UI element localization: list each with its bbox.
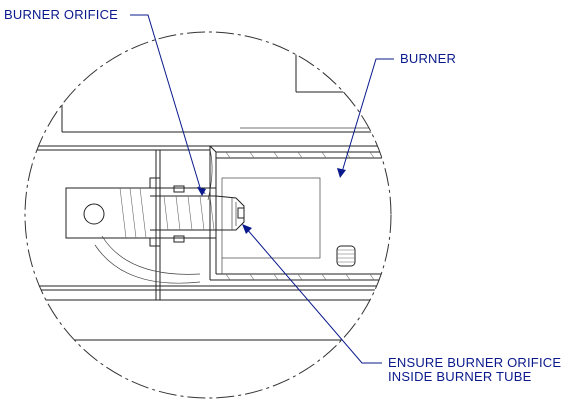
orifice-tip [215,195,245,231]
label-burner: BURNER [400,51,457,66]
top-housing [61,40,391,133]
label-burner-orifice: BURNER ORIFICE [4,7,119,22]
burner-tube [209,145,391,281]
manifold-wall [25,145,391,341]
leader-burner [337,58,394,178]
leader-ensure [242,224,382,364]
label-ensure-line1: ENSURE BURNER ORIFICE [388,355,562,370]
label-ensure-orifice: ENSURE BURNER ORIFICE INSIDE BURNER TUBE [388,356,561,384]
set-screw [336,245,356,267]
detail-circle [24,31,392,399]
label-ensure-line2: INSIDE BURNER TUBE [388,369,532,384]
valve-arc [94,244,201,284]
leader-burner-orifice [130,14,206,196]
fitting-bore [83,203,105,225]
orifice-fitting [65,177,217,247]
